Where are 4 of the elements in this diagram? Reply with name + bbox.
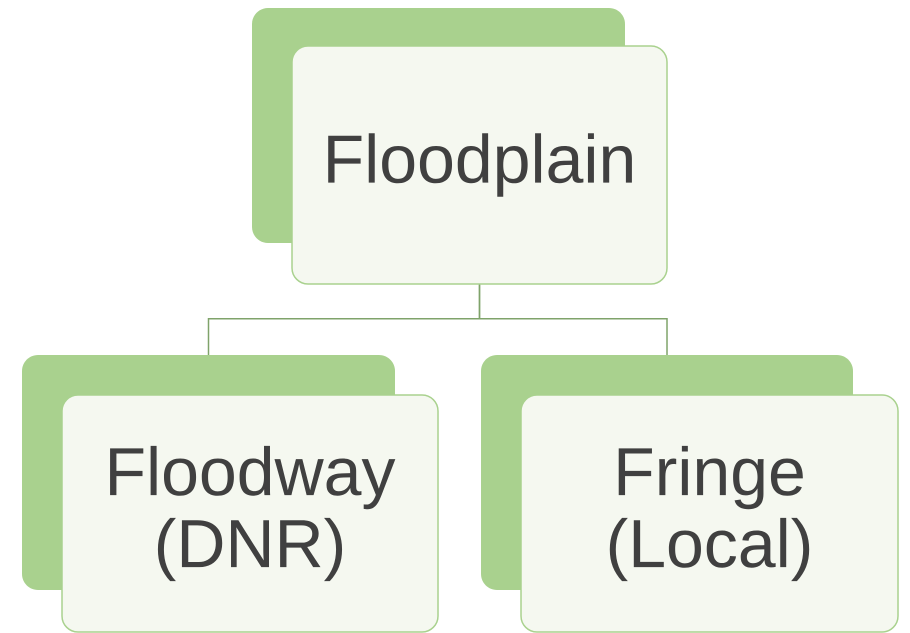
- connector-line: [478, 284, 668, 355]
- card: Floodplain: [252, 8, 668, 285]
- card: Floodway (DNR): [22, 355, 439, 633]
- card: Fringe (Local): [481, 355, 899, 633]
